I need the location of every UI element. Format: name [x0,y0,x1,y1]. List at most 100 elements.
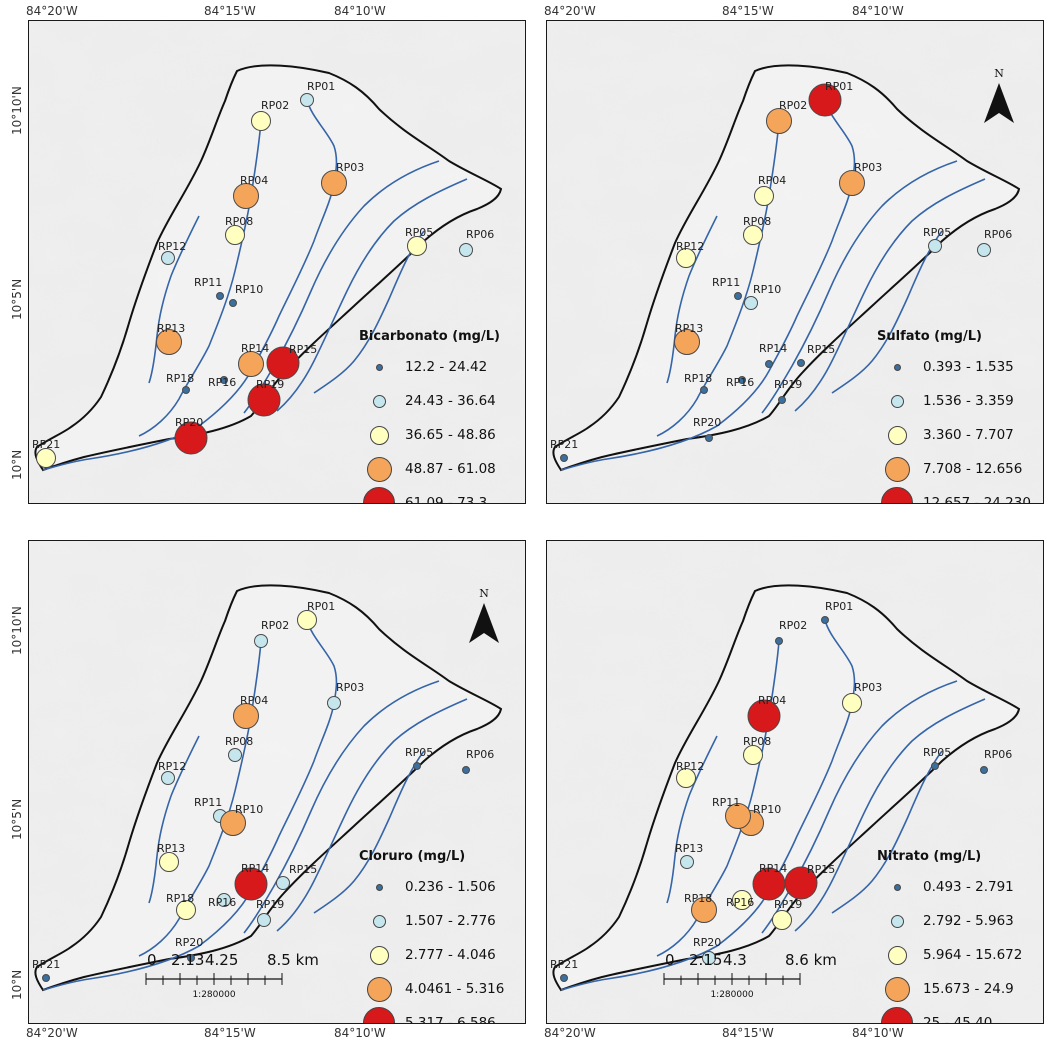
site-label-rp20: RP20 [693,416,721,429]
site-label-rp19: RP19 [256,898,284,911]
site-label-rp10: RP10 [753,803,781,816]
river-line [831,230,943,394]
legend-symbol [375,363,383,371]
site-label-rp05: RP05 [923,226,951,239]
scale-label: 0 [665,951,675,969]
river-line [42,619,338,991]
site-label-rp15: RP15 [807,863,835,876]
sample-site-rp02 [766,108,792,134]
site-label-rp18: RP18 [684,372,712,385]
longitude-label: 84°15'W [204,4,256,18]
site-label-rp21: RP21 [32,438,60,451]
legend-item: 0.493 - 2.791 [877,870,1022,904]
sample-site-rp14 [765,360,773,368]
sample-site-rp19 [247,383,281,417]
sample-site-rp12 [676,768,696,788]
legend-label: 4.0461 - 5.316 [405,981,505,997]
legend-item: 2.777 - 4.046 [359,938,504,972]
site-label-rp12: RP12 [676,760,704,773]
sample-site-rp01 [300,93,314,107]
sample-site-rp06 [977,243,991,257]
north-label: N [994,67,1004,80]
site-label-rp04: RP04 [758,174,786,187]
longitude-label: 84°15'W [204,1026,256,1040]
legend-symbol [884,456,910,482]
sample-site-rp18 [700,386,708,394]
sample-site-rp10 [220,810,246,836]
legend-title: Cloruro (mg/L) [359,849,466,864]
site-label-rp06: RP06 [984,748,1012,761]
sample-site-rp12 [676,248,696,268]
legend-symbol [366,976,392,1002]
legend-item: 4.0461 - 5.316 [359,972,504,1006]
scale-ratio: 1:280000 [710,990,754,1000]
site-label-rp06: RP06 [466,748,494,761]
sample-site-rp20 [187,954,195,962]
scale-label: 8.5 km [267,951,319,969]
river-line [666,735,718,904]
river-line [276,178,468,412]
river-line [276,698,468,932]
sample-site-rp16 [220,376,228,384]
legend-item: 5.964 - 15.672 [877,938,1022,972]
sample-site-rp19 [778,396,786,404]
river-line [313,750,425,914]
latitude-label: 10°N [10,969,24,1000]
sample-site-rp02 [251,111,271,131]
sample-site-rp15 [797,359,805,367]
latitude-label: 10°N [10,449,24,480]
longitude-label: 84°10'W [852,1026,904,1040]
river-line [243,160,440,414]
legend-label: 5.964 - 15.672 [923,947,1023,963]
legend-symbol [884,976,910,1002]
legend-item: 0.236 - 1.506 [359,870,504,904]
north-label: N [479,587,489,600]
site-label-rp14: RP14 [241,342,269,355]
legend-label: 5.317 - 6.586 [405,1015,496,1024]
legend-label: 61.09 - 73.3 [405,495,488,504]
site-label-rp11: RP11 [194,276,222,289]
legend-title: Sulfato (mg/L) [877,329,982,344]
sample-site-rp16 [217,893,231,907]
legend-label: 0.393 - 1.535 [923,359,1014,375]
site-label-rp03: RP03 [854,161,882,174]
site-label-rp03: RP03 [854,681,882,694]
sample-site-rp05 [407,236,427,256]
site-label-rp04: RP04 [240,174,268,187]
legend-symbol [369,945,389,965]
sample-site-rp19 [257,913,271,927]
site-label-rp05: RP05 [405,226,433,239]
site-label-rp01: RP01 [825,80,853,93]
site-label-rp14: RP14 [241,862,269,875]
legend-symbol [890,394,904,408]
site-label-rp12: RP12 [158,240,186,253]
longitude-label: 84°20'W [544,1026,596,1040]
sample-site-rp13 [674,329,700,355]
sample-site-rp19 [772,910,792,930]
site-label-rp01: RP01 [825,600,853,613]
river-line [831,750,943,914]
sample-site-rp03 [842,693,862,713]
legend-symbol [890,914,904,928]
site-label-rp11: RP11 [712,276,740,289]
legend-item: 5.317 - 6.586 [359,1006,504,1024]
site-label-rp02: RP02 [779,619,807,632]
sample-site-rp18 [176,900,196,920]
site-label-rp13: RP13 [675,842,703,855]
site-label-rp14: RP14 [759,342,787,355]
longitude-label: 84°20'W [26,4,78,18]
sample-site-rp03 [327,696,341,710]
river-line [666,215,718,384]
site-label-rp10: RP10 [235,283,263,296]
legend-label: 7.708 - 12.656 [923,461,1023,477]
site-label-rp19: RP19 [774,378,802,391]
sample-site-rp21 [42,974,50,982]
site-label-rp10: RP10 [235,803,263,816]
legend-label: 15.673 - 24.9 [923,981,1014,997]
scale-bar-ticks [145,973,283,985]
site-label-rp12: RP12 [158,760,186,773]
